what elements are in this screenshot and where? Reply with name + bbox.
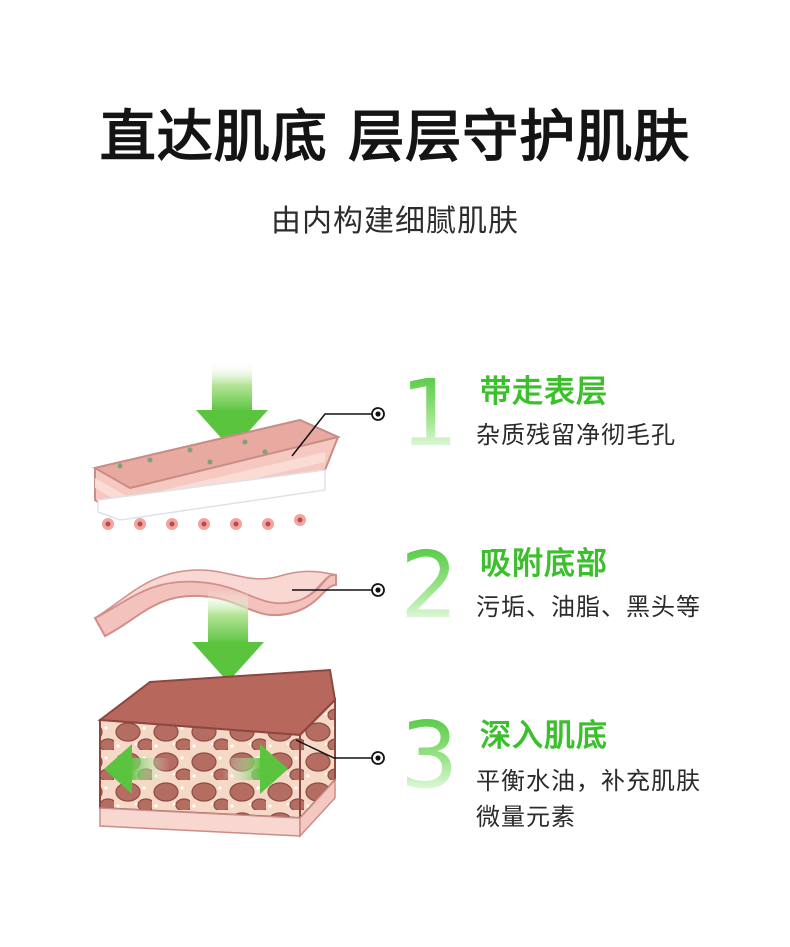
step-number: 2 xyxy=(400,532,459,639)
step-desc-line: 污垢、油脂、黑头等 xyxy=(476,593,701,621)
step-title: 带走表层 xyxy=(480,374,608,410)
arrow-down-icon xyxy=(192,590,264,682)
middle-layer-icon xyxy=(93,569,337,638)
step-title: 吸附底部 xyxy=(480,546,608,582)
leader-line-3 xyxy=(295,739,385,765)
step-desc-line: 微量元素 xyxy=(476,803,576,831)
deep-layer-icon xyxy=(97,668,337,838)
arrow-left-icon xyxy=(104,744,170,794)
step-number: 3 xyxy=(400,702,459,809)
step-desc-line: 平衡水油，补充肌肤 xyxy=(476,767,701,795)
step-number: 1 xyxy=(400,360,459,467)
arrow-down-icon xyxy=(196,362,268,450)
leader-line-1 xyxy=(291,407,385,457)
arrow-right-icon xyxy=(222,744,288,794)
cell-dots-icon xyxy=(102,514,306,530)
page-title: 直达肌底 层层守护肌肤 xyxy=(99,105,691,170)
page-subtitle: 由内构建细腻肌肤 xyxy=(271,204,519,239)
surface-layer-icon xyxy=(92,418,342,521)
step-title: 深入肌底 xyxy=(480,718,608,754)
leader-line-2 xyxy=(292,583,385,597)
step-desc-line: 杂质残留净彻毛孔 xyxy=(476,421,676,449)
